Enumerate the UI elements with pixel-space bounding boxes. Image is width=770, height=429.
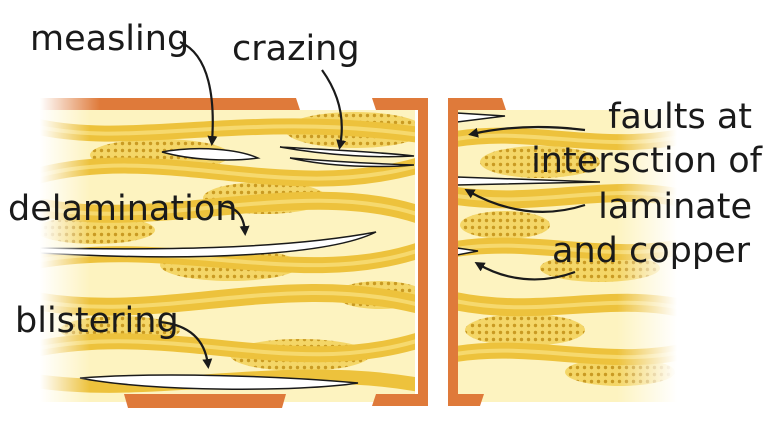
fault-arrow-middle bbox=[464, 189, 586, 213]
measling-arrow bbox=[179, 40, 218, 146]
laminate-right bbox=[457, 110, 677, 402]
blistering-arrow bbox=[159, 320, 213, 369]
fault-arrow-top bbox=[468, 125, 586, 138]
label-measling: measling bbox=[30, 19, 189, 59]
label-faults-line-2: intersction of bbox=[531, 141, 763, 181]
delamination-void bbox=[40, 231, 377, 258]
label-faults-line-1: faults at bbox=[608, 97, 752, 137]
blistering-void bbox=[79, 374, 359, 390]
measling-void bbox=[161, 147, 261, 161]
crazing-arrow bbox=[321, 69, 347, 150]
fiber-cross-section bbox=[465, 314, 585, 346]
laminate-left bbox=[40, 110, 415, 402]
copper-left bbox=[40, 98, 428, 408]
delamination-arrow bbox=[219, 204, 250, 236]
label-faults-line-3: laminate bbox=[598, 187, 752, 227]
fiber-cross-section bbox=[480, 146, 600, 178]
fiber-cross-section bbox=[460, 211, 550, 239]
fault-arrow-bottom bbox=[474, 261, 576, 281]
crazing-cracks bbox=[279, 146, 415, 168]
label-blistering: blistering bbox=[15, 301, 179, 341]
label-crazing: crazing bbox=[232, 29, 360, 69]
label-faults-line-4: and copper bbox=[552, 231, 751, 271]
interface-faults bbox=[457, 112, 601, 256]
copper-right bbox=[448, 98, 506, 406]
label-delamination: delamination bbox=[8, 189, 237, 229]
